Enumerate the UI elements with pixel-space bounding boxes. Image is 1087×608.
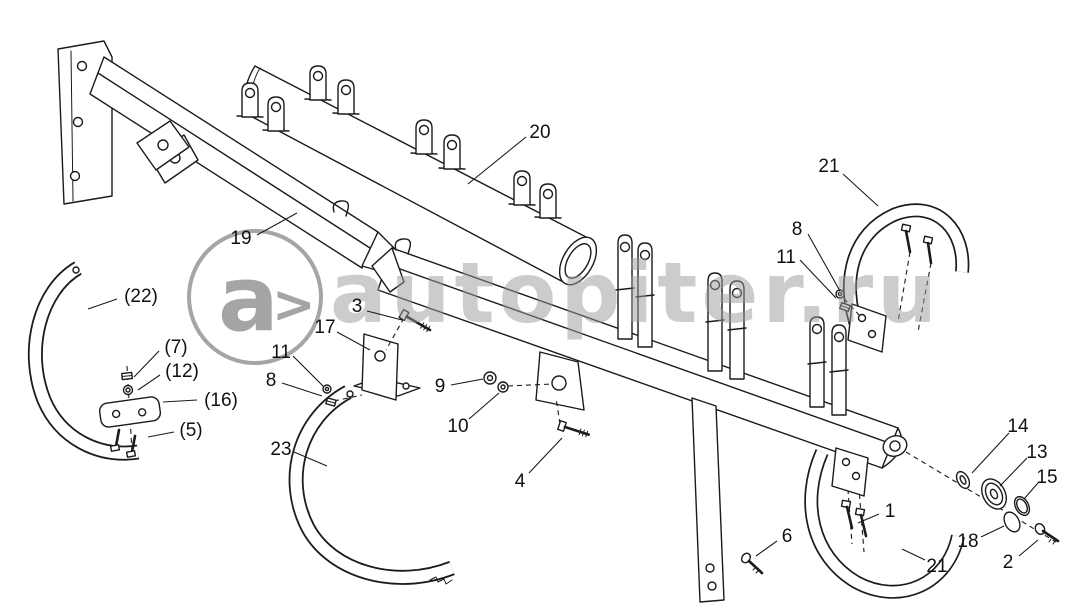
curved-band-21-lower — [804, 447, 965, 599]
spring-tine-22 — [27, 261, 140, 461]
watermark-logo-circle — [187, 229, 323, 365]
watermark: a > autopiter.ru — [187, 229, 941, 365]
callout-8-mid: 8 — [266, 370, 277, 391]
callout-leader-lines — [87, 136, 1039, 561]
callout-19: 19 — [230, 228, 251, 249]
callout-7: (7) — [164, 337, 187, 358]
callout-23: 23 — [270, 439, 291, 460]
clamp-brackets — [615, 234, 849, 416]
rear-beam — [89, 56, 399, 271]
callout-21-upper: 21 — [818, 156, 839, 177]
callout-17: 17 — [314, 317, 335, 338]
callout-3: 3 — [352, 296, 363, 317]
callout-2: 2 — [1003, 552, 1014, 573]
bolt-4 — [555, 397, 590, 438]
tine-clamp-hardware — [98, 365, 162, 458]
curved-band-21-upper — [835, 203, 970, 353]
hub-exploded-parts — [905, 451, 1060, 545]
watermark-logo-arrow: > — [272, 275, 316, 335]
callout-20: 20 — [529, 122, 550, 143]
pivot-bracket — [535, 351, 585, 411]
callout-22: (22) — [124, 286, 158, 307]
callout-labels: 20 21 8 11 19 (22) (7) (12) (16) (5) 3 1… — [124, 122, 1057, 577]
spring-tine-23 — [288, 385, 455, 585]
front-beam — [371, 238, 908, 469]
tube-mounting-lugs — [236, 65, 562, 219]
callout-14: 14 — [1007, 416, 1029, 437]
callout-10: 10 — [447, 416, 468, 437]
callout-12: (12) — [165, 361, 199, 382]
watermark-text: autopiter.ru — [330, 244, 941, 342]
callout-11-mid: 11 — [271, 342, 291, 363]
callout-8-right: 8 — [792, 219, 803, 240]
callout-6: 6 — [782, 526, 793, 547]
callout-16: (16) — [204, 390, 238, 411]
callout-13: 13 — [1026, 442, 1047, 463]
support-leg — [691, 397, 764, 603]
bolt-3 — [385, 308, 432, 351]
callout-11-right: 11 — [776, 247, 796, 268]
nuts-middle — [322, 384, 363, 407]
watermark-logo-letter: a — [218, 247, 279, 352]
callout-15: 15 — [1036, 467, 1057, 488]
callout-21-lower: 21 — [926, 556, 947, 577]
main-tube — [242, 65, 598, 286]
callout-9: 9 — [435, 376, 446, 397]
washers-9-10 — [483, 371, 553, 393]
callout-18: 18 — [957, 531, 978, 552]
tine-bracket-17 — [353, 333, 421, 401]
callout-4: 4 — [515, 471, 526, 492]
callout-1: 1 — [885, 501, 896, 522]
callout-5: (5) — [179, 420, 202, 441]
